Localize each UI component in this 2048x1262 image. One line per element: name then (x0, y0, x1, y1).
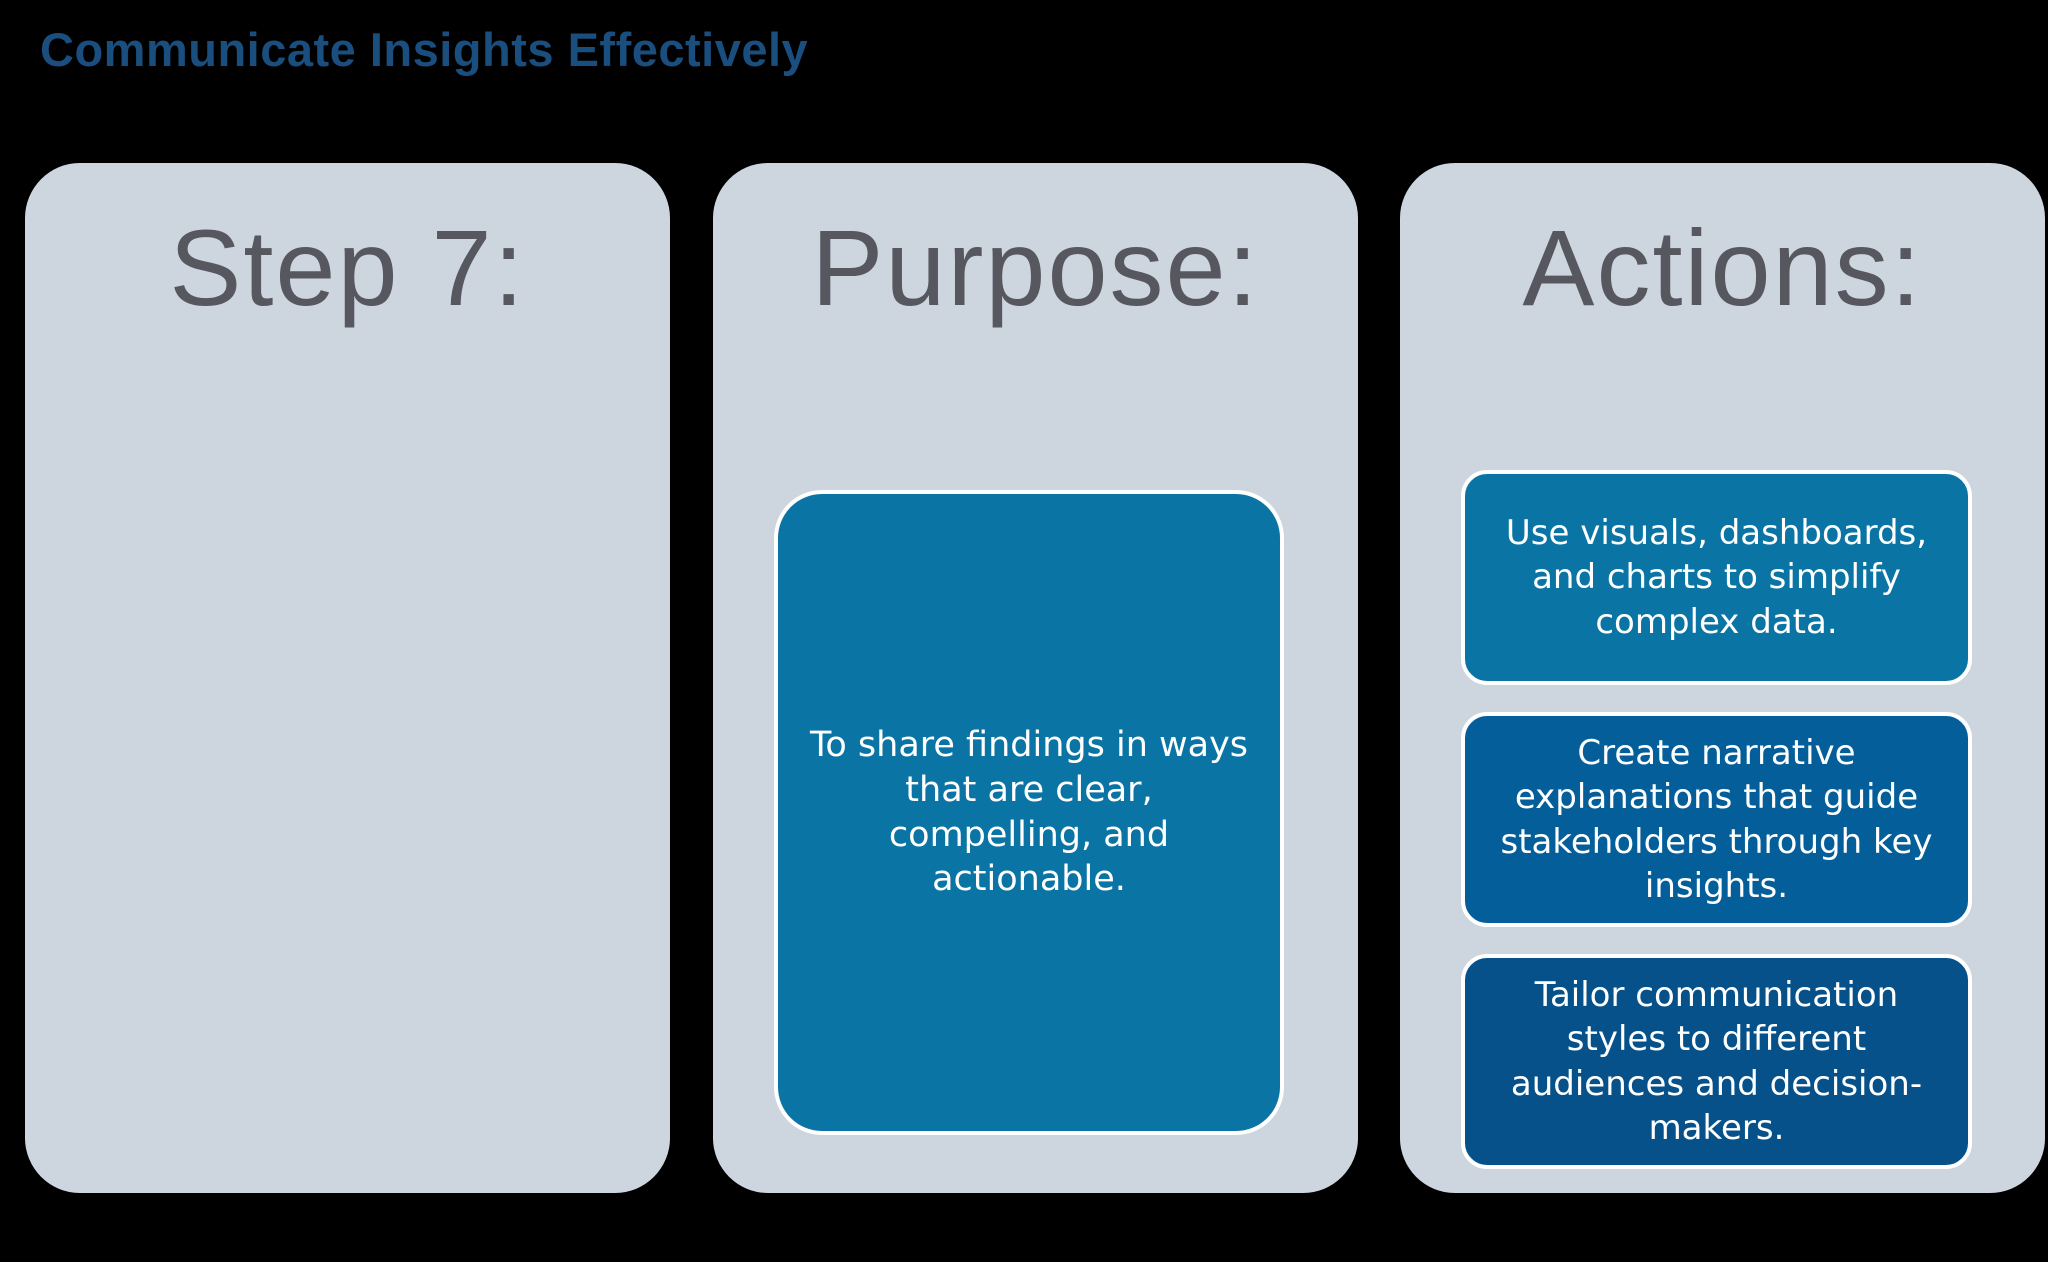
action-box-tailor-text: Tailor communication styles to different… (1510, 975, 1923, 1148)
action-box-narrative: Create narrative explanations that guide… (1461, 712, 1972, 927)
action-box-tailor: Tailor communication styles to different… (1461, 954, 1972, 1169)
card-purpose-heading: Purpose: (811, 207, 1260, 328)
card-step: Step 7: (25, 163, 670, 1193)
page-title: Communicate Insights Effectively (40, 23, 809, 76)
card-actions-heading: Actions: (1522, 207, 1923, 328)
card-actions: Actions: Use visuals, dashboards, and ch… (1400, 163, 2045, 1193)
card-step-heading: Step 7: (169, 207, 526, 328)
action-box-visuals-text: Use visuals, dashboards, and charts to s… (1505, 513, 1928, 642)
action-box-visuals: Use visuals, dashboards, and charts to s… (1461, 470, 1972, 685)
action-box-narrative-text: Create narrative explanations that guide… (1500, 733, 1933, 906)
card-purpose: Purpose: To share findings in ways that … (713, 163, 1358, 1193)
purpose-box-text: To share findings in ways that are clear… (809, 724, 1249, 900)
purpose-box: To share findings in ways that are clear… (774, 490, 1284, 1135)
